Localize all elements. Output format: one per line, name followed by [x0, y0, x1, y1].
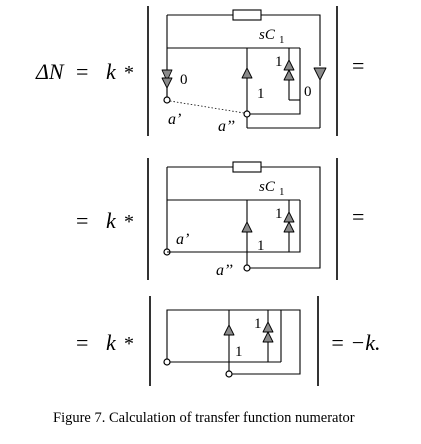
row1-label-a1: a’ [168, 111, 181, 128]
row3-node-bottom [225, 370, 233, 378]
row-2: = k * a’ sC 1 1 a’’ 1 [76, 158, 364, 280]
row2-equals: = [76, 208, 88, 233]
row1-sc-sub: 1 [279, 34, 285, 46]
row1-one-mid: 1 [257, 86, 265, 102]
row1-star: * [124, 62, 134, 84]
row1-bottom-right-wire [250, 48, 301, 115]
row2-k: k [106, 208, 117, 233]
row1-tri-down-left-b [161, 77, 173, 89]
row3-tri-up-right-b [262, 331, 274, 343]
row1-label-a2: a’’ [218, 118, 235, 135]
row1-zero-right: 0 [304, 84, 312, 100]
row2-one-right: 1 [275, 206, 283, 222]
row2-sc-label: sC [259, 179, 276, 195]
figure-caption: Figure 7. Calculation of transfer functi… [53, 410, 355, 426]
row1-equals: = [76, 59, 88, 84]
row3-top-wire [166, 309, 282, 362]
row2-one-mid: 1 [257, 238, 265, 254]
row3-equals: = [76, 330, 88, 355]
row3-circuit: 1 1 [163, 309, 301, 378]
row3-result: = −k. [330, 330, 380, 355]
row1-one-right: 1 [275, 54, 283, 70]
row2-tri-up-mid [241, 221, 253, 233]
row1-circuit: 0 a’ 1 a’’ sC 1 1 [161, 9, 327, 135]
row1-node-a2 [243, 110, 251, 118]
row1-tri-down-left [161, 69, 173, 82]
row2-circuit: a’ sC 1 1 a’’ 1 [163, 161, 321, 279]
row3-node-left [163, 358, 171, 366]
row-1: ΔN = k * 0 a’ 1 a’’ [35, 6, 364, 136]
row1-resistor-wire [167, 14, 321, 48]
row2-rhs-equals: = [352, 204, 364, 229]
row3-tri-up-mid [223, 324, 235, 336]
row1-resistor [232, 9, 262, 21]
row1-node-a1 [163, 96, 171, 104]
row1-zero-left: 0 [180, 72, 188, 88]
row2-label-a2: a’’ [216, 262, 233, 279]
row1-rhs-equals: = [352, 53, 364, 78]
row1-tri-down-far-right [313, 67, 327, 81]
row2-star: * [124, 211, 134, 233]
row1-tri-up-mid [241, 67, 253, 79]
row3-one-mid: 1 [235, 344, 243, 360]
row1-k: k [106, 59, 117, 84]
row2-inner-right-wire [167, 200, 301, 253]
row2-tri-up-right-b [283, 221, 295, 233]
row2-label-a1: a’ [176, 231, 189, 248]
row2-node-a2 [243, 264, 251, 272]
row3-outer-bottom-wire [232, 309, 301, 375]
row2-resistor-wire [167, 166, 321, 200]
row2-bottom-wire [250, 200, 321, 269]
row2-sc-sub: 1 [279, 186, 285, 198]
row1-sc-label: sC [259, 27, 276, 43]
row1-tri-up-right-b [283, 69, 295, 81]
row2-resistor [232, 161, 262, 173]
row3-one-right: 1 [254, 316, 262, 332]
row3-k: k [106, 330, 117, 355]
row3-star: * [124, 333, 134, 355]
row1-tri-up-right-a [283, 59, 295, 71]
delta-n-label: ΔN [35, 59, 65, 84]
row2-tri-up-right-a [283, 211, 295, 223]
row3-tri-up-right-a [262, 321, 274, 333]
row-3: = k * 1 1 = −k. [76, 296, 380, 386]
